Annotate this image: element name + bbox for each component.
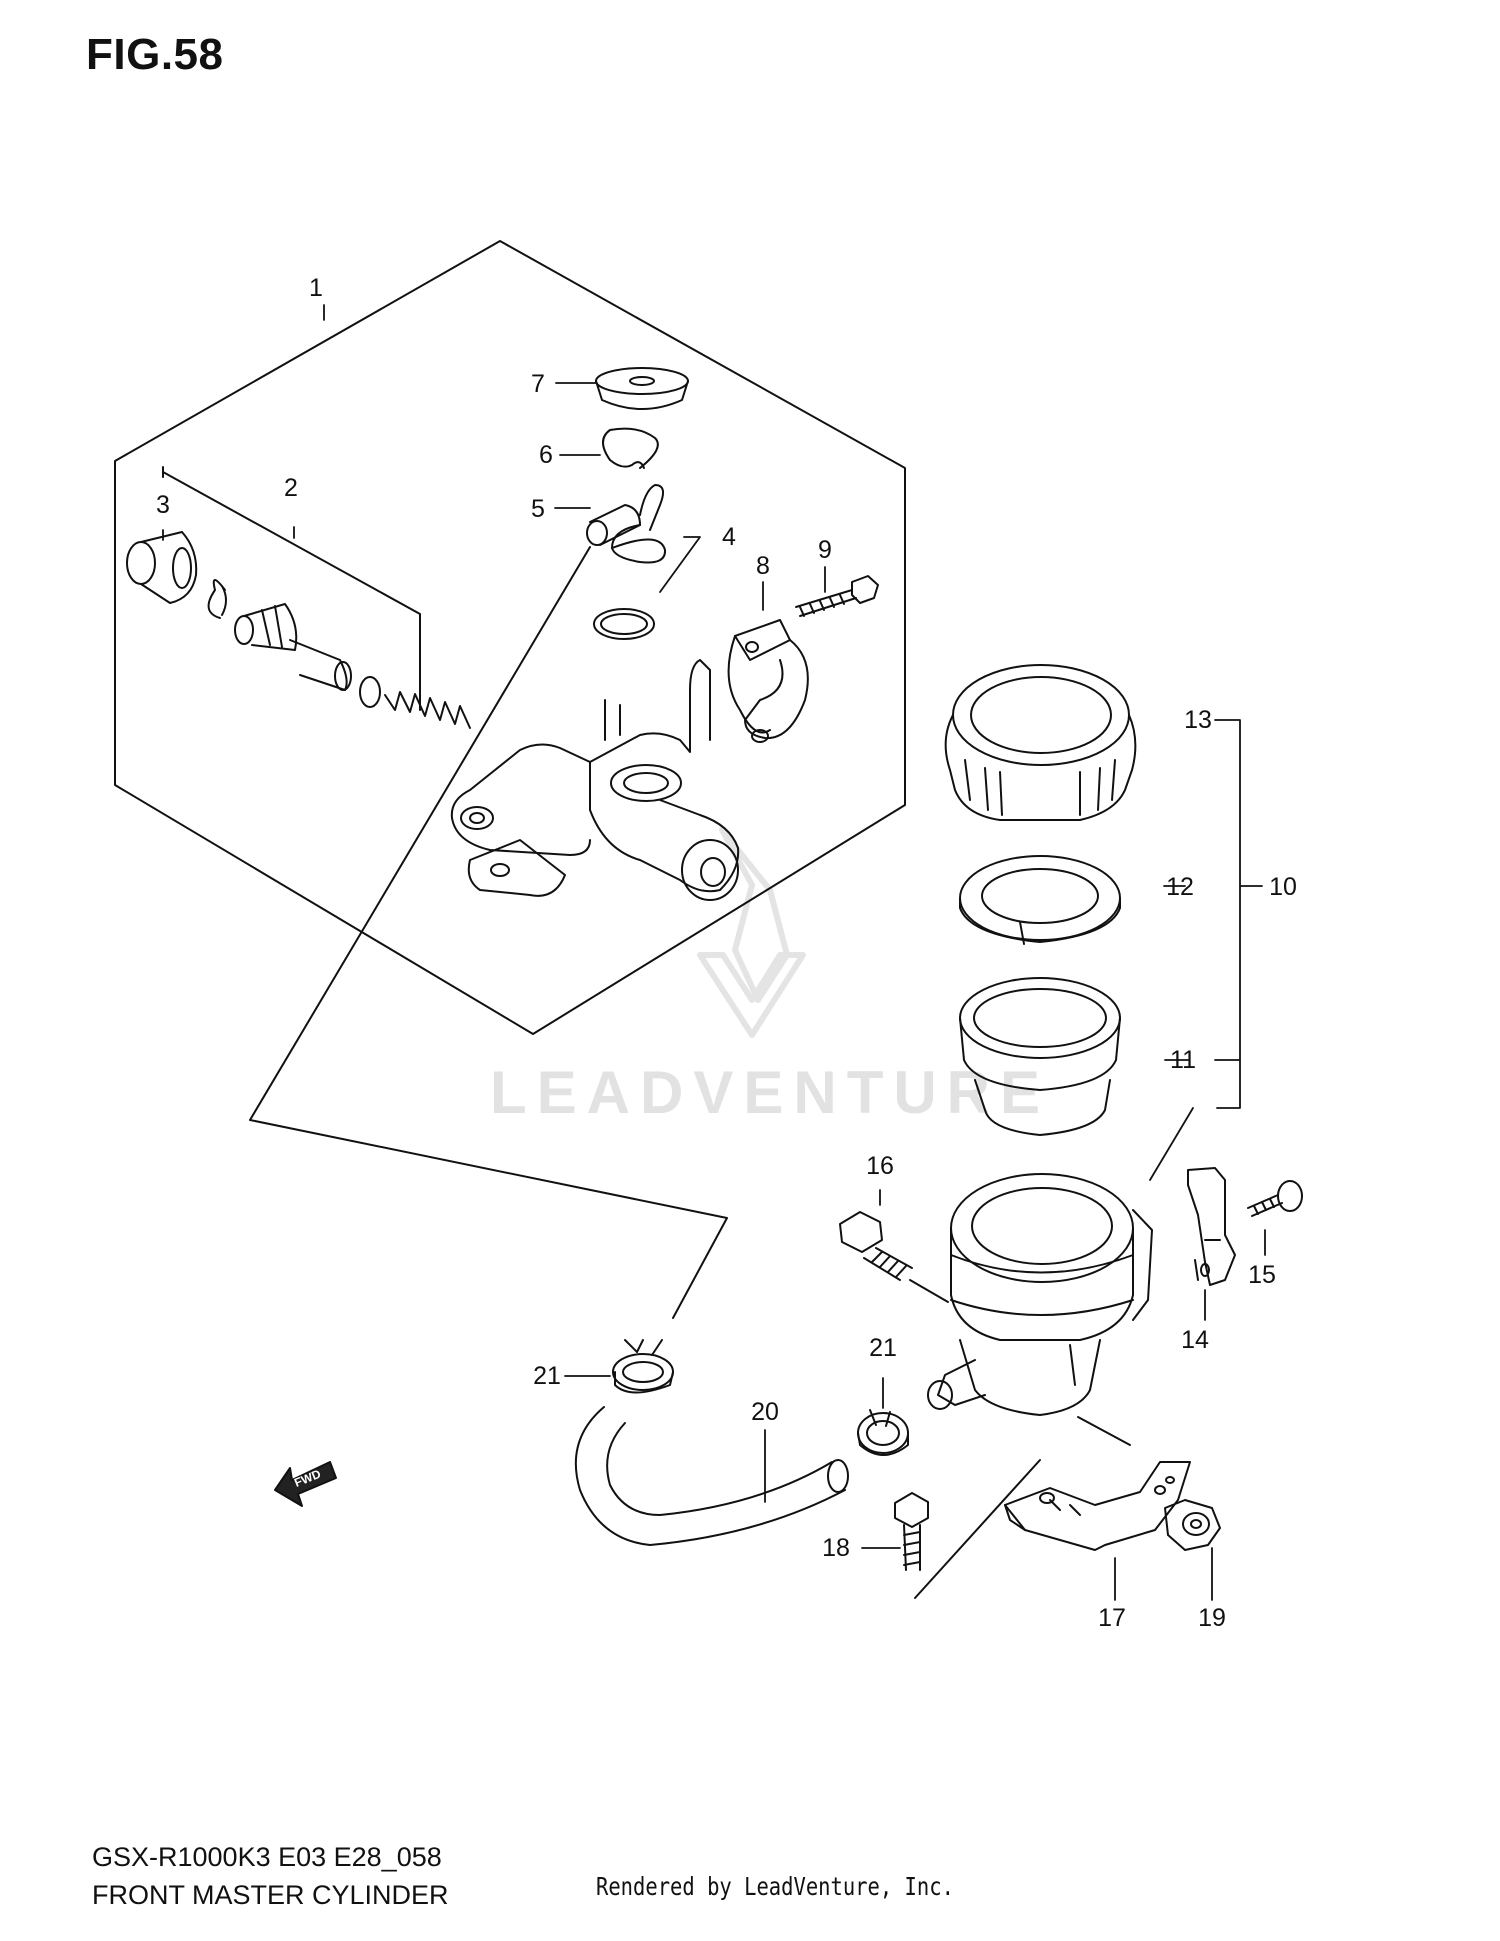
- cap-part-7: [595, 367, 689, 410]
- callout-9: 9: [818, 536, 832, 564]
- render-credit: Rendered by LeadVenture, Inc.: [596, 1872, 954, 1901]
- clamp-part-21-lower: [857, 1409, 909, 1456]
- callout-12: 12: [1166, 873, 1194, 901]
- callout-21-upper: 21: [533, 1362, 561, 1390]
- bracket-part-14: [1187, 1167, 1236, 1286]
- model-code: GSX-R1000K3 E03 E28_058: [92, 1842, 442, 1872]
- screw-part-15: [1247, 1180, 1303, 1217]
- nut-part-19: [1164, 1499, 1221, 1551]
- callout-16: 16: [866, 1152, 894, 1180]
- callout-6: 6: [539, 441, 553, 469]
- callout-1: 1: [309, 274, 323, 302]
- figure-title: FIG.58: [86, 30, 224, 79]
- callout-7: 7: [531, 370, 545, 398]
- callout-8: 8: [756, 552, 770, 580]
- boot-part-3: [126, 531, 198, 604]
- callout-5: 5: [531, 495, 545, 523]
- callout-3: 3: [156, 491, 170, 519]
- bracket-routing-line: [1077, 1416, 1131, 1446]
- callout-21-lower: 21: [869, 1334, 897, 1362]
- plate-part-12: [959, 855, 1121, 945]
- bracket-part-17: [1004, 1461, 1191, 1551]
- master-cylinder-body: [450, 659, 740, 901]
- master-cylinder-assembly-outline: [114, 240, 906, 1035]
- diaphragm-part-11: [959, 977, 1121, 1136]
- callout-17: 17: [1098, 1604, 1126, 1632]
- spring-part: [384, 691, 471, 729]
- bolt-part-18: [894, 1492, 929, 1571]
- callout-14: 14: [1181, 1326, 1209, 1354]
- bolt16-routing-line: [909, 1279, 949, 1303]
- reservoir-body: [927, 1173, 1153, 1416]
- assembly-name: FRONT MASTER CYLINDER: [92, 1880, 449, 1910]
- callout-11: 11: [1170, 1046, 1196, 1074]
- bracket-hole-14: [1200, 1263, 1210, 1277]
- callout-19: 19: [1198, 1604, 1226, 1632]
- callout-2: 2: [284, 474, 298, 502]
- bolt-part-9: [795, 575, 879, 617]
- piston-circlip: [207, 579, 227, 619]
- piston-part: [234, 603, 381, 708]
- connector-part-5: [586, 484, 667, 564]
- clamp-part-21-upper: [612, 1339, 674, 1394]
- callout-20: 20: [751, 1398, 779, 1426]
- callout-13: 13: [1184, 706, 1212, 734]
- watermark-emblem: [697, 827, 806, 1038]
- bolt18-routing-line: [914, 1459, 1041, 1599]
- callout-18: 18: [822, 1534, 850, 1562]
- hose-part-20: [574, 1406, 849, 1546]
- callout-10: 10: [1269, 873, 1297, 901]
- reservoir-cap-part-13: [944, 664, 1137, 821]
- o-ring-part-4: [593, 608, 655, 640]
- bolt-part-16: [839, 1211, 913, 1281]
- holder-part-8: [727, 619, 809, 743]
- callout-4: 4: [722, 523, 736, 551]
- callout-15: 15: [1248, 1261, 1276, 1289]
- piston-set-bracket: [162, 466, 421, 711]
- hose-routing-line: [249, 546, 728, 1319]
- forward-direction-arrow: [274, 1461, 337, 1507]
- circlip-part-6: [602, 427, 659, 469]
- leader-lines: [162, 304, 1266, 1601]
- watermark-text: LEADVENTURE: [490, 1059, 1051, 1126]
